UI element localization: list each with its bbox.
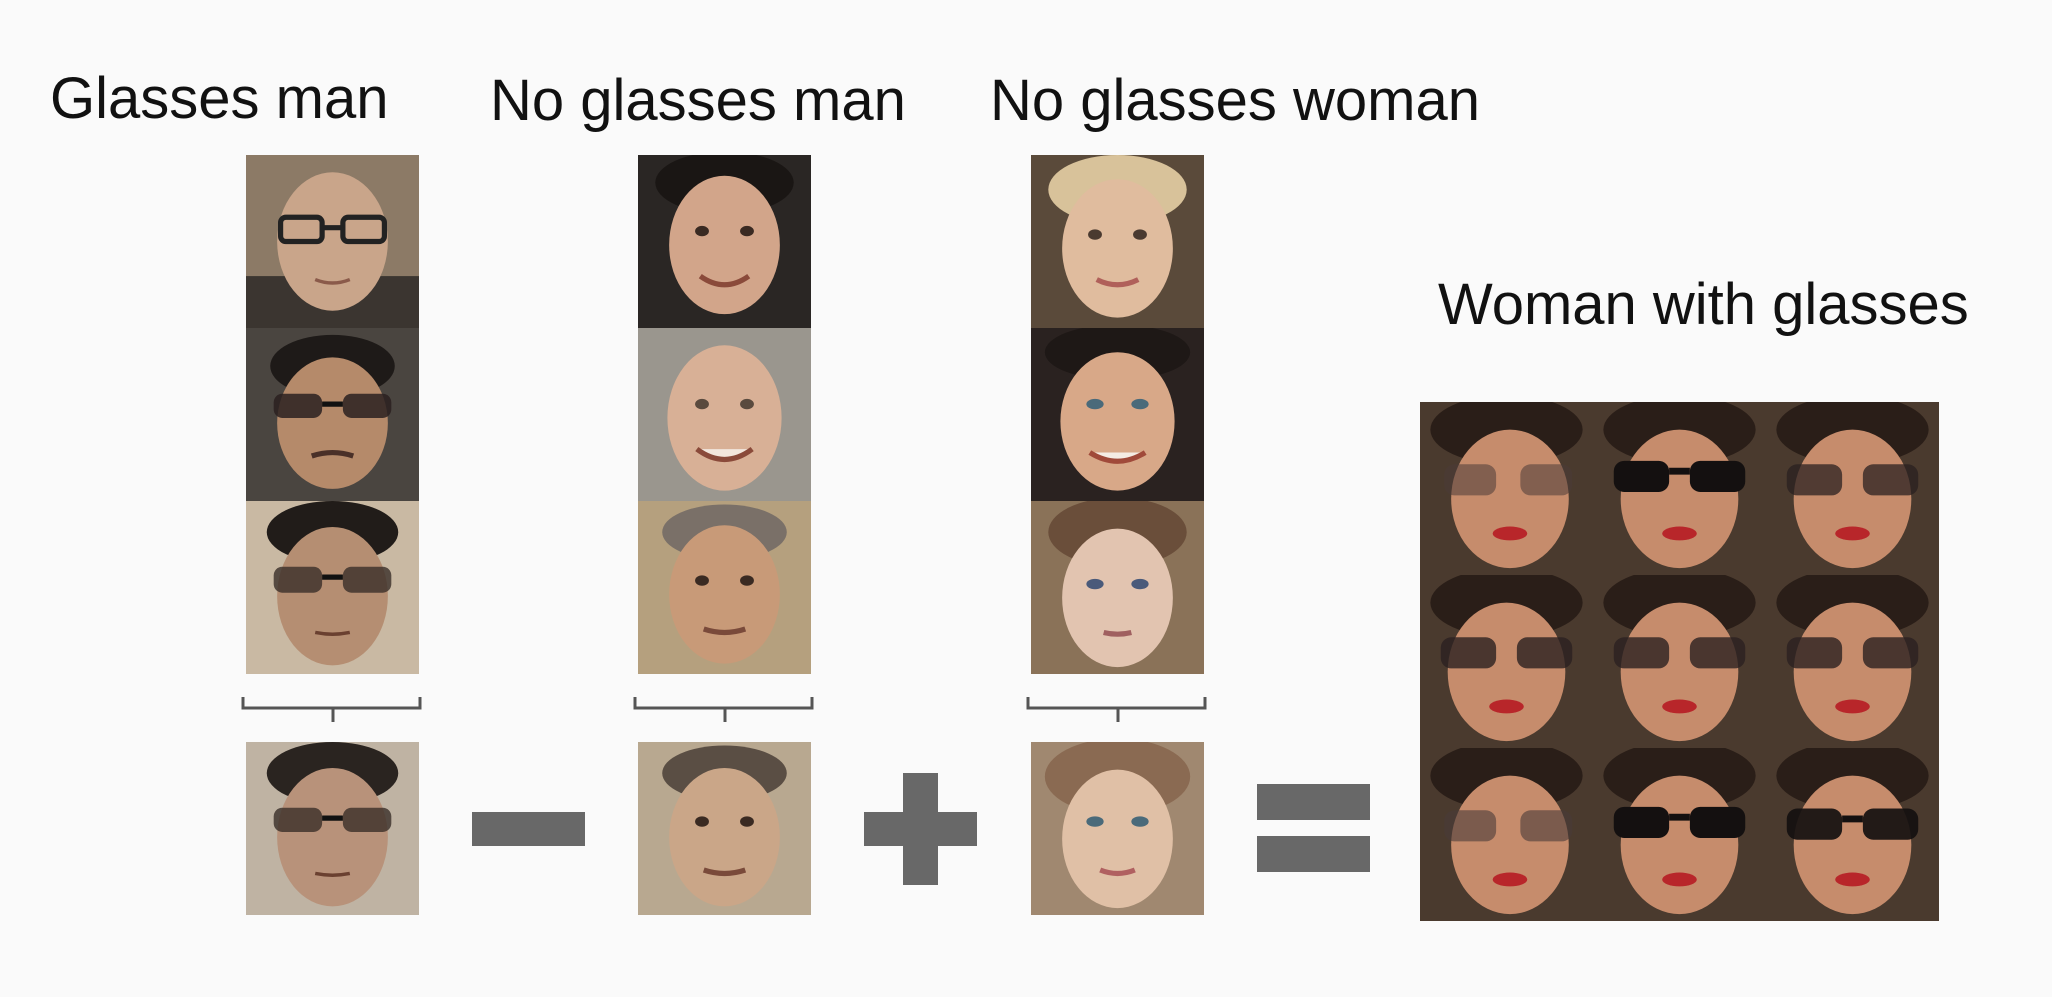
average-no-glasses-woman-face (1031, 742, 1204, 915)
label-glasses-man: Glasses man (50, 66, 389, 131)
no-glasses-man-samples (638, 155, 811, 674)
brace-no-glasses-woman (1026, 697, 1207, 722)
average-no-glasses-man-face (638, 742, 811, 915)
label-woman-with-glasses: Woman with glasses (1438, 272, 1969, 337)
brace-no-glasses-man (633, 697, 814, 722)
label-no-glasses-woman: No glasses woman (990, 68, 1480, 133)
face-image (1766, 575, 1939, 748)
face-image (246, 501, 419, 674)
face-image (1420, 748, 1593, 921)
face-image (638, 501, 811, 674)
face-image (1031, 328, 1204, 501)
face-image (246, 155, 419, 328)
no-glasses-woman-samples (1031, 155, 1204, 674)
face-image (1031, 155, 1204, 328)
brace-glasses-man (241, 697, 422, 722)
label-no-glasses-man: No glasses man (490, 68, 906, 133)
average-glasses-man-face (246, 742, 419, 915)
face-image (638, 155, 811, 328)
face-image (1766, 402, 1939, 575)
face-image (1420, 402, 1593, 575)
face-image (246, 328, 419, 501)
glasses-man-samples (246, 155, 419, 674)
face-image (1766, 748, 1939, 921)
face-image (1420, 575, 1593, 748)
woman-with-glasses-grid (1420, 402, 1940, 922)
face-image (1031, 501, 1204, 674)
face-image (1593, 748, 1766, 921)
face-image (638, 328, 811, 501)
face-image (1593, 575, 1766, 748)
face-image (1593, 402, 1766, 575)
